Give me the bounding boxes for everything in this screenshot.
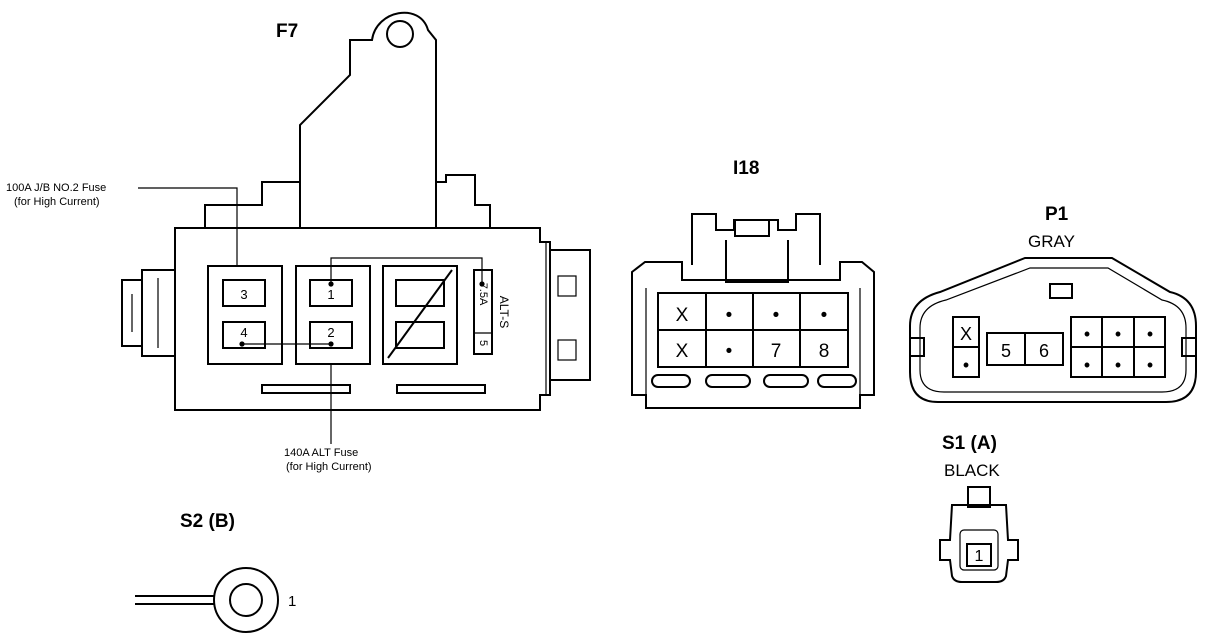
f7-fuse-100a-sublabel: (for High Current) [14,196,100,208]
s1-inner [959,529,999,571]
p1-side-key-left [909,337,925,357]
p1-shell-outer [909,257,1197,403]
f7-slot-middle [295,265,371,365]
f7-alts-rating: 7.5A [477,283,489,306]
i18-pin-b2: • [726,341,733,362]
s1-title: S1 (A) [942,433,997,454]
f7-alts-pin: 5 [477,340,489,346]
i18-pin-t2: • [726,305,733,326]
f7-title: F7 [276,21,298,42]
f7-top-bump-left [204,181,300,228]
f7-cell-empty-top [395,279,445,307]
f7-cell-4 [222,321,266,349]
i18-pin-b4: 8 [819,341,830,362]
i18-lock-arm [725,240,789,283]
i18-title: I18 [733,158,759,179]
f7-pin-3-label: 3 [240,287,247,302]
i18-top-lock [691,213,821,265]
p1-pin-r2: • [1115,324,1121,344]
i18-rib-4 [817,374,857,388]
s2-ring-terminal: S2 (B) 1 [135,511,296,633]
f7-alts-label: ALT-S [497,296,511,328]
p1-connector: P1 GRAY X • 5 6 • • • • • • [909,204,1197,403]
f7-alts-fuse [473,269,493,355]
s2-title: S2 (B) [180,511,235,532]
f7-slot-right [382,265,458,365]
f7-left-latch [121,269,176,357]
f7-bottom-slot-left [261,384,351,394]
f7-pin-4-label: 4 [240,325,247,340]
i18-connector: I18 X • • • X • 7 8 [631,158,875,409]
f7-slot-left [207,265,283,365]
f7-bottom-slot-right [396,384,486,394]
s2-ring-inner [229,583,263,617]
s1-body [939,504,1019,583]
p1-pin-x: X [960,324,972,344]
f7-leader-100a [138,187,238,266]
s1-color: BLACK [944,461,1000,480]
i18-rib-2 [705,374,751,388]
s2-ring-outer [213,567,279,633]
p1-pin-r6: • [1147,355,1153,375]
f7-cell-2 [309,321,353,349]
i18-pin-t4: • [821,305,828,326]
i18-pin-t3: • [773,305,780,326]
p1-pin-r5: • [1115,355,1121,375]
f7-fuse-block: F7 3 4 1 2 [6,11,591,473]
f7-right-latch [545,242,591,395]
s1-top-latch [967,486,991,508]
i18-body [631,261,875,409]
f7-mounting-hole [386,20,414,48]
f7-fuse-100a-label: 100A J/B NO.2 Fuse [6,182,106,194]
i18-lock-tab [734,219,770,237]
s1-pin-1: 1 [975,548,984,565]
i18-pin-t1: X [676,305,689,326]
p1-title: P1 [1045,204,1069,225]
p1-latch [1049,283,1073,299]
p1-pin-left-bottom: • [963,355,969,375]
f7-pin-2-label: 2 [327,325,334,340]
i18-pin-b3: 7 [771,341,782,362]
f7-slot-diagonal [387,269,453,359]
p1-pin-5: 5 [1001,341,1011,361]
f7-mounting-tab [299,11,437,228]
i18-pin-b1: X [676,341,689,362]
p1-pin-6: 6 [1039,341,1049,361]
s1-connector: S1 (A) BLACK 1 [939,433,1019,583]
f7-top-bump-right [436,174,491,228]
p1-side-key [1181,337,1197,357]
f7-wire-1-5 [330,257,483,284]
p1-pin-r1: • [1084,324,1090,344]
f7-fuse-140a-label: 140A ALT Fuse [284,447,358,459]
s1-pin-cavity [966,543,992,567]
f7-pin-1-label: 1 [327,287,334,302]
f7-cell-3 [222,279,266,307]
f7-body [174,227,551,411]
f7-cell-empty-bottom [395,321,445,349]
f7-fuse-140a-sublabel: (for High Current) [286,461,372,473]
p1-color: GRAY [1028,232,1075,251]
s2-pin-1: 1 [288,593,296,610]
p1-shell-inner [919,267,1187,393]
p1-pin-r4: • [1084,355,1090,375]
i18-rib-3 [763,374,809,388]
i18-rib-1 [651,374,691,388]
p1-pin-r3: • [1147,324,1153,344]
